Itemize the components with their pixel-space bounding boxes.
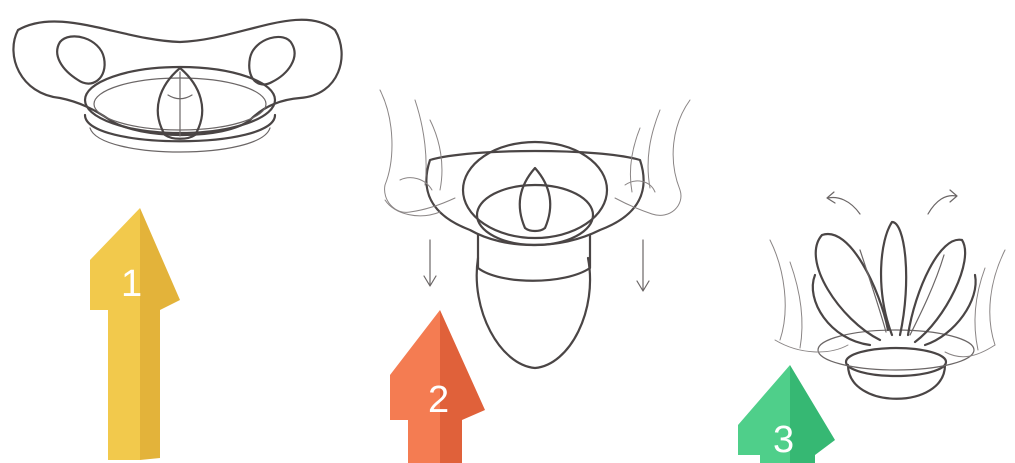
step-1-arrow-side (140, 208, 180, 460)
step3-slices-illustration (770, 190, 1005, 399)
step-3-number: 3 (773, 419, 794, 461)
step-3-arrow-side (790, 365, 835, 463)
step-1-arrow: 1 (90, 208, 180, 460)
step-1-number: 1 (121, 263, 142, 305)
step-2-arrow: 2 (390, 310, 485, 463)
step2-press-illustration (380, 90, 690, 368)
step-3-arrow: 3 (738, 365, 835, 463)
step-1-arrow-face (90, 208, 140, 460)
step-2-number: 2 (428, 379, 449, 421)
step1-slicer-illustration (13, 20, 341, 152)
